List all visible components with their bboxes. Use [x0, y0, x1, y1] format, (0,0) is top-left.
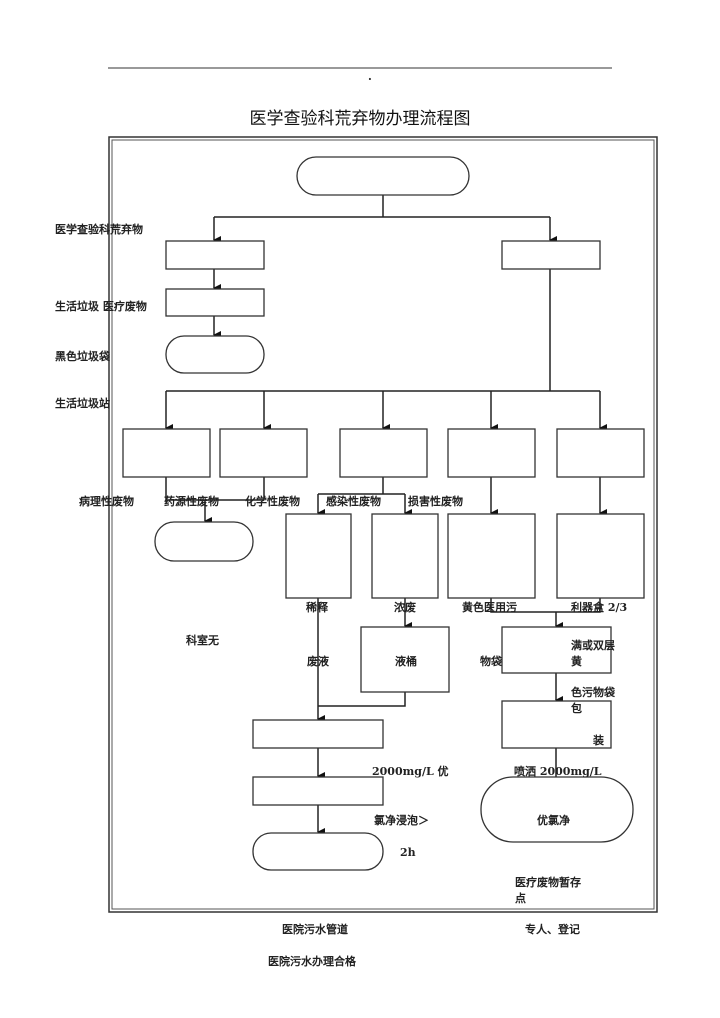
box-pack [501, 700, 612, 749]
label-bag: 物袋 [480, 654, 503, 668]
label-category: 损害性废物 [408, 494, 463, 508]
label-disinfectant: 优氯净 [537, 813, 570, 827]
box-left-1 [165, 240, 265, 270]
box-sharps [556, 513, 645, 599]
label-pack-1: 包 [570, 701, 582, 715]
label-conc-left: 2000mg/L 优 [372, 764, 449, 778]
label-category: 病理性废物 [79, 494, 134, 508]
terminal-cat [154, 521, 254, 562]
start-terminal [296, 156, 470, 196]
label-category: 化学性废物 [245, 494, 300, 508]
label-bucket: 液桶 [395, 654, 417, 668]
box-sewer-1 [252, 719, 384, 749]
label-dilute: 稀释 [306, 600, 329, 614]
label-domestic-medical: 生活垃圾 医疗废物 [55, 299, 147, 313]
box-double-bag [501, 626, 612, 674]
label-category: 药源性废物 [164, 494, 219, 508]
terminal-storage [480, 776, 634, 843]
box-cat-2 [219, 428, 308, 478]
label-sewer: 医院污水管道 [282, 922, 348, 936]
box-cat-1 [122, 428, 211, 478]
label-color-bag: 色污物袋 [571, 685, 616, 699]
box-sewer-2 [252, 776, 384, 806]
label-yellow: 黄色医用污 [462, 600, 517, 614]
label-category: 感染性废物 [326, 494, 381, 508]
inner-frame [111, 139, 655, 910]
label-dept-none: 科室无 [186, 633, 219, 647]
box-concentrate [371, 513, 439, 599]
connectors [165, 195, 607, 836]
page-title: 医学查验科荒弃物办理流程图 [250, 109, 471, 129]
box-right-1 [501, 240, 601, 270]
box-left-2 [165, 288, 265, 317]
label-sharps: 利器盒 2/3 [571, 600, 627, 614]
label-garbage-station: 生活垃圾站 [55, 396, 110, 410]
label-black-bag: 黑色垃圾袋 [55, 349, 111, 363]
label-register: 专人、登记 [525, 922, 580, 936]
terminal-left [165, 335, 265, 374]
label-waste-liquid: 废液 [307, 654, 330, 668]
label-lab-waste: 医学查验科荒弃物 [55, 222, 143, 236]
box-cat-4 [447, 428, 536, 478]
label-pack-2: 装 [592, 733, 604, 747]
label-concentrate: 浓废 [394, 600, 416, 614]
label-hours: 2h [400, 846, 416, 859]
header-dot: . [368, 70, 372, 83]
label-storage-2: 点 [515, 891, 526, 905]
label-spray: 喷洒 2000mg/L [514, 764, 602, 778]
box-cat-5 [556, 428, 645, 478]
terminal-sewer [252, 832, 384, 871]
box-yellow-bag [447, 513, 536, 599]
box-dilute [285, 513, 352, 599]
label-qualified: 医院污水办理合格 [268, 954, 357, 968]
outer-frame [108, 136, 658, 913]
label-storage: 医疗废物暂存 [515, 875, 581, 889]
label-full-double: 满或双层 [571, 638, 615, 652]
box-cat-3 [339, 428, 428, 478]
label-full-double-2: 黄 [571, 654, 582, 668]
label-soak: 氯净浸泡＞ [374, 813, 429, 827]
box-bucket [360, 626, 450, 693]
